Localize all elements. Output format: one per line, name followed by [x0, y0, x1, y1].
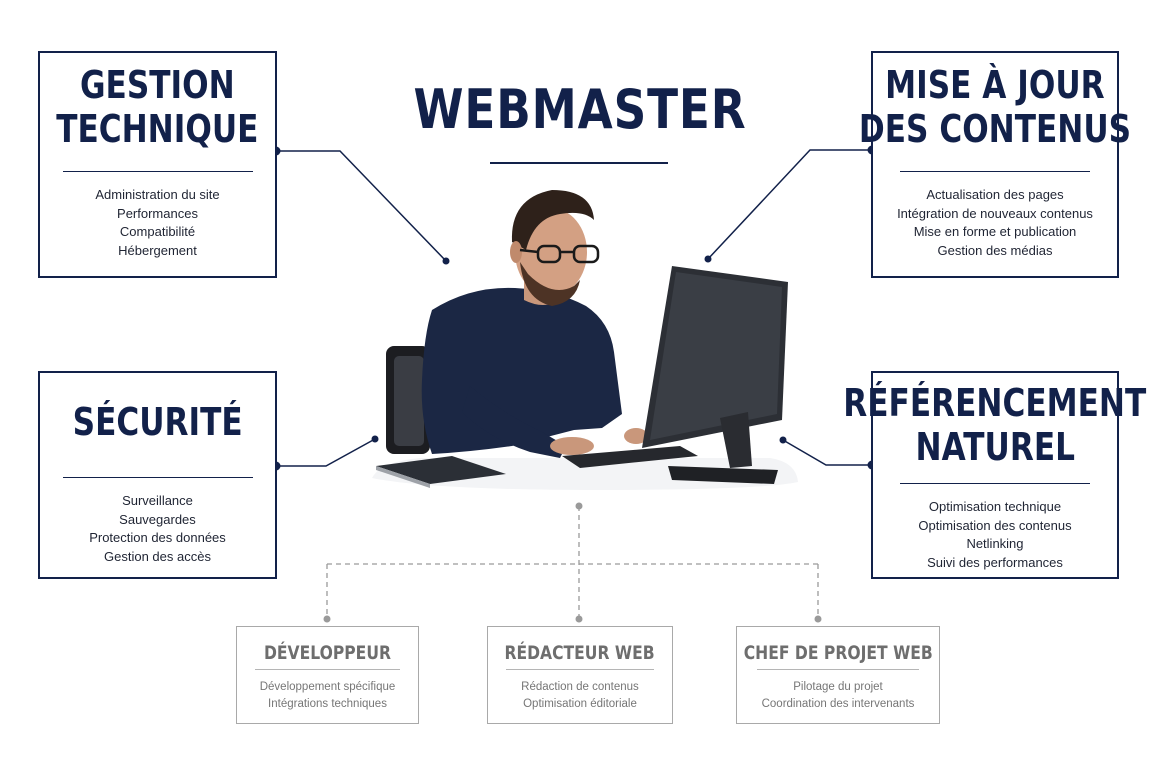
connector-securite [276, 438, 376, 467]
list-item: Gestion des médias [937, 242, 1053, 258]
box-list: Surveillance Sauvegardes Protection des … [89, 492, 226, 566]
person-ear [510, 241, 522, 263]
role-redacteur: RÉDACTEUR WEB Rédaction de contenus Opti… [487, 626, 673, 724]
list-item: Administration du site [95, 187, 220, 202]
role-chef-projet: CHEF DE PROJET WEB Pilotage du projet Co… [736, 626, 940, 724]
notebook [376, 456, 506, 488]
list-item: Hébergement [118, 242, 197, 258]
role-title: DÉVELOPPEUR [263, 642, 392, 664]
list-item: Optimisation technique [928, 499, 1062, 514]
title-underline [490, 162, 668, 164]
list-item: Actualisation des pages [926, 187, 1064, 202]
connector-dot [442, 257, 450, 265]
list-item: Développement spécifique [259, 681, 396, 693]
office-chair [386, 346, 430, 454]
person-hand [624, 428, 648, 444]
page-title: WEBMASTER [413, 78, 747, 141]
person-hair [511, 190, 594, 250]
box-gestion-technique: GESTION TECHNIQUE Administration du site… [38, 51, 277, 278]
list-item: Sauvegardes [119, 511, 196, 527]
webmaster-illustration [372, 190, 798, 490]
connector-referencement [782, 439, 872, 466]
list-item: Suivi des performances [927, 554, 1063, 570]
box-title: NATUREL [915, 425, 1075, 469]
dashed-dot [575, 502, 583, 510]
box-referencement: RÉFÉRENCEMENT NATUREL Optimisation techn… [844, 371, 1147, 579]
connector-dot [779, 436, 787, 444]
dashed-dot [575, 615, 583, 623]
box-list: Administration du site Performances Comp… [95, 186, 219, 260]
dashed-dot [323, 615, 331, 623]
connector-mise-a-jour [707, 149, 872, 260]
box-divider [900, 483, 1090, 484]
box-divider [900, 171, 1090, 172]
person-hand [550, 437, 594, 455]
box-heading: RÉFÉRENCEMENT NATUREL [844, 373, 1147, 477]
list-item: Compatibilité [119, 224, 196, 239]
person-beard [520, 262, 580, 306]
role-developpeur: DÉVELOPPEUR Développement spécifique Int… [236, 626, 419, 724]
box-securite: SÉCURITÉ Surveillance Sauvegardes Protec… [38, 371, 277, 579]
list-item: Coordination des intervenants [761, 698, 915, 710]
computer-monitor [642, 266, 788, 484]
list-item: Gestion des accès [104, 548, 211, 564]
connector-dot [704, 255, 712, 263]
list-item: Protection des données [89, 530, 226, 545]
keyboard [562, 446, 698, 468]
box-title: MISE À JOUR [885, 63, 1105, 107]
person-arm [462, 386, 566, 458]
box-heading: SÉCURITÉ [40, 373, 275, 467]
glasses [519, 244, 600, 264]
box-heading: GESTION TECHNIQUE [40, 53, 275, 161]
list-item: Performances [117, 205, 198, 221]
list-item: Optimisation des contenus [918, 517, 1072, 533]
connector-dot [371, 435, 379, 443]
box-list: Actualisation des pages Intégration de n… [897, 186, 1093, 260]
dashed-dot [814, 615, 822, 623]
list-item: Optimisation éditoriale [523, 698, 637, 710]
connector-gestion-technique [276, 150, 447, 262]
box-list: Optimisation technique Optimisation des … [918, 498, 1071, 572]
list-item: Netlinking [966, 536, 1024, 551]
list-item: Pilotage du projet [793, 681, 883, 693]
box-mise-a-jour: MISE À JOUR DES CONTENUS Actualisation d… [859, 51, 1131, 278]
box-title: DES CONTENUS [858, 107, 1132, 151]
box-divider [62, 477, 253, 478]
role-divider [255, 669, 400, 670]
role-divider [757, 669, 919, 670]
list-item: Surveillance [122, 493, 193, 508]
list-item: Mise en forme et publication [913, 224, 1077, 239]
box-divider [62, 171, 253, 172]
box-heading: MISE À JOUR DES CONTENUS [859, 53, 1131, 161]
role-divider [506, 669, 654, 670]
box-title: TECHNIQUE [56, 107, 259, 151]
list-item: Intégration de nouveaux contenus [897, 205, 1093, 221]
box-title: SÉCURITÉ [72, 400, 243, 444]
list-item: Rédaction de contenus [521, 681, 639, 693]
box-title: GESTION [80, 63, 235, 107]
role-title: RÉDACTEUR WEB [504, 642, 656, 664]
box-title: RÉFÉRENCEMENT [843, 381, 1147, 425]
list-item: Intégrations techniques [268, 698, 387, 710]
role-title: CHEF DE PROJET WEB [743, 642, 933, 664]
